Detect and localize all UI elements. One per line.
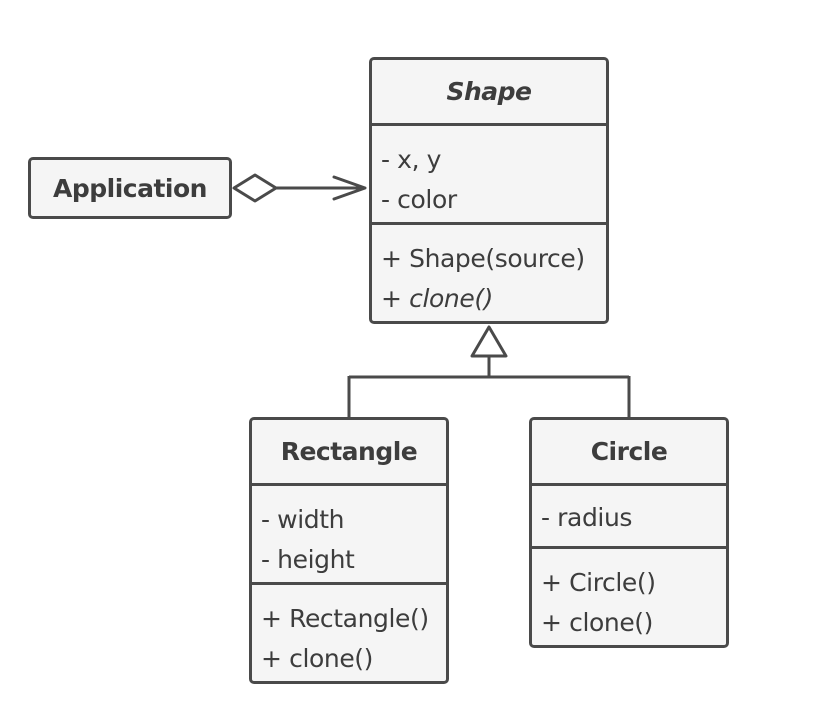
generalization-connector (347, 325, 631, 417)
aggregation-arrowhead (332, 175, 367, 201)
circle-attributes: - radius (532, 483, 726, 546)
shape-class: Shape - x, y - color + Shape(source) + c… (369, 57, 609, 324)
shape-operation: + Shape(source) (381, 244, 585, 273)
rectangle-operation: + Rectangle() (261, 604, 429, 633)
rectangle-attributes: - width - height (252, 483, 446, 582)
aggregation-connector (232, 173, 367, 203)
circle-class: Circle - radius + Circle() + clone() (529, 417, 729, 648)
circle-class-name: Circle (590, 437, 668, 466)
shape-class-name: Shape (446, 77, 532, 106)
rectangle-class: Rectangle - width - height + Rectangle()… (249, 417, 449, 684)
aggregation-diamond (232, 173, 278, 203)
rectangle-operation: + clone() (261, 644, 374, 673)
shape-operations: + Shape(source) + clone() (372, 222, 606, 321)
shape-operation-clone: + clone() (381, 279, 606, 319)
inheritance-triangle (470, 325, 508, 358)
rectangle-attribute: - height (261, 545, 355, 574)
circle-attribute: - radius (541, 503, 633, 532)
application-class: Application (28, 157, 232, 219)
abstract-operation-name: clone() (409, 284, 494, 313)
operation-visibility: + (381, 284, 410, 313)
rectangle-class-name: Rectangle (280, 437, 418, 466)
application-class-name: Application (53, 173, 207, 203)
shape-attributes: - x, y - color (372, 123, 606, 222)
circle-operation: + clone() (541, 608, 654, 637)
shape-attribute: - x, y (381, 145, 442, 174)
rectangle-operations: + Rectangle() + clone() (252, 582, 446, 681)
circle-operation: + Circle() (541, 568, 656, 597)
rectangle-attribute: - width (261, 505, 345, 534)
shape-attribute: - color (381, 185, 457, 214)
circle-operations: + Circle() + clone() (532, 546, 726, 645)
